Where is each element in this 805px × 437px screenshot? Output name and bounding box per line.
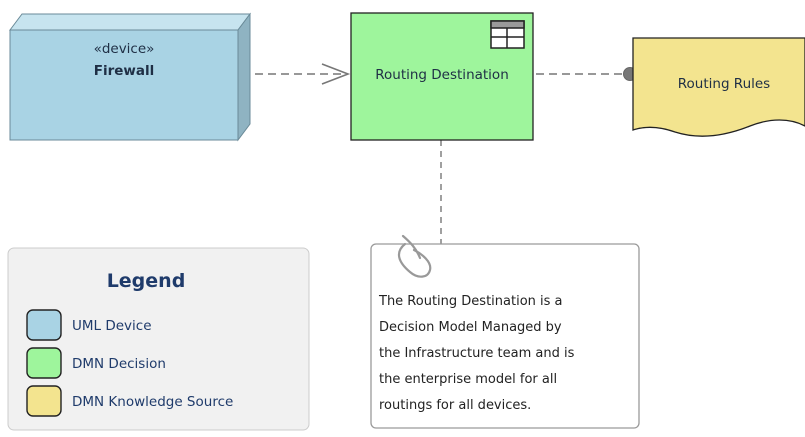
firewall-stereotype: «device»: [94, 41, 155, 57]
dependency-connector[interactable]: [255, 63, 351, 85]
annotation-note[interactable]: The Routing Destination is a Decision Mod…: [370, 234, 640, 429]
firewall-name: Firewall: [94, 63, 155, 79]
legend-swatch: [26, 309, 62, 341]
legend-label: UML Device: [72, 318, 152, 334]
note-line: Decision Model Managed by: [379, 320, 562, 335]
legend-title: Legend: [107, 270, 186, 292]
legend-swatch: [26, 385, 62, 417]
table-icon: [490, 20, 525, 49]
routing-rules-knowledge-source[interactable]: Routing Rules: [632, 37, 805, 137]
legend-swatch: [26, 347, 62, 379]
routing-destination-decision[interactable]: Routing Destination: [350, 12, 534, 141]
note-text: The Routing Destination is a Decision Mod…: [378, 294, 575, 413]
note-line: routings for all devices.: [379, 398, 531, 413]
legend-label: DMN Knowledge Source: [72, 394, 233, 410]
legend-label: DMN Decision: [72, 356, 166, 372]
note-line: The Routing Destination is a: [378, 294, 563, 309]
note-line: the Infrastructure team and is: [379, 346, 575, 361]
knowledge-requirement-connector[interactable]: [536, 67, 637, 81]
firewall-device[interactable]: «device» Firewall: [9, 12, 251, 142]
routing-rules-label: Routing Rules: [678, 76, 770, 92]
paperclip-icon: [397, 234, 432, 278]
note-line: the enterprise model for all: [379, 372, 557, 387]
routing-destination-label: Routing Destination: [375, 67, 509, 83]
